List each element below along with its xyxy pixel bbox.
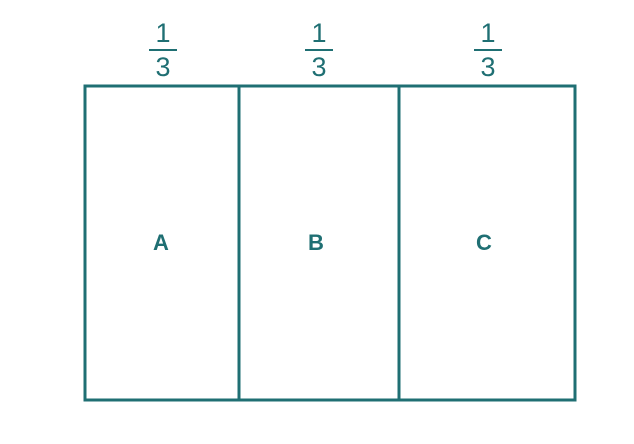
fraction-denominator: 3 xyxy=(480,52,495,82)
section-b-label: B xyxy=(308,230,324,255)
section-c-label: C xyxy=(476,230,492,255)
fraction-numerator: 1 xyxy=(480,18,495,48)
fraction-denominator: 3 xyxy=(311,52,326,82)
fraction-numerator: 1 xyxy=(311,18,326,48)
section-a-label: A xyxy=(153,230,169,255)
part-c: 1 3 C xyxy=(397,18,577,402)
fraction-denominator: 3 xyxy=(155,52,170,82)
part-a: 1 3 A xyxy=(83,18,241,402)
fraction-numerator: 1 xyxy=(155,18,170,48)
fraction-label-b: 1 3 xyxy=(305,18,333,82)
part-b: 1 3 B xyxy=(237,18,401,402)
fraction-label-a: 1 3 xyxy=(149,18,177,82)
fraction-label-c: 1 3 xyxy=(474,18,502,82)
section-c-box xyxy=(397,84,577,402)
